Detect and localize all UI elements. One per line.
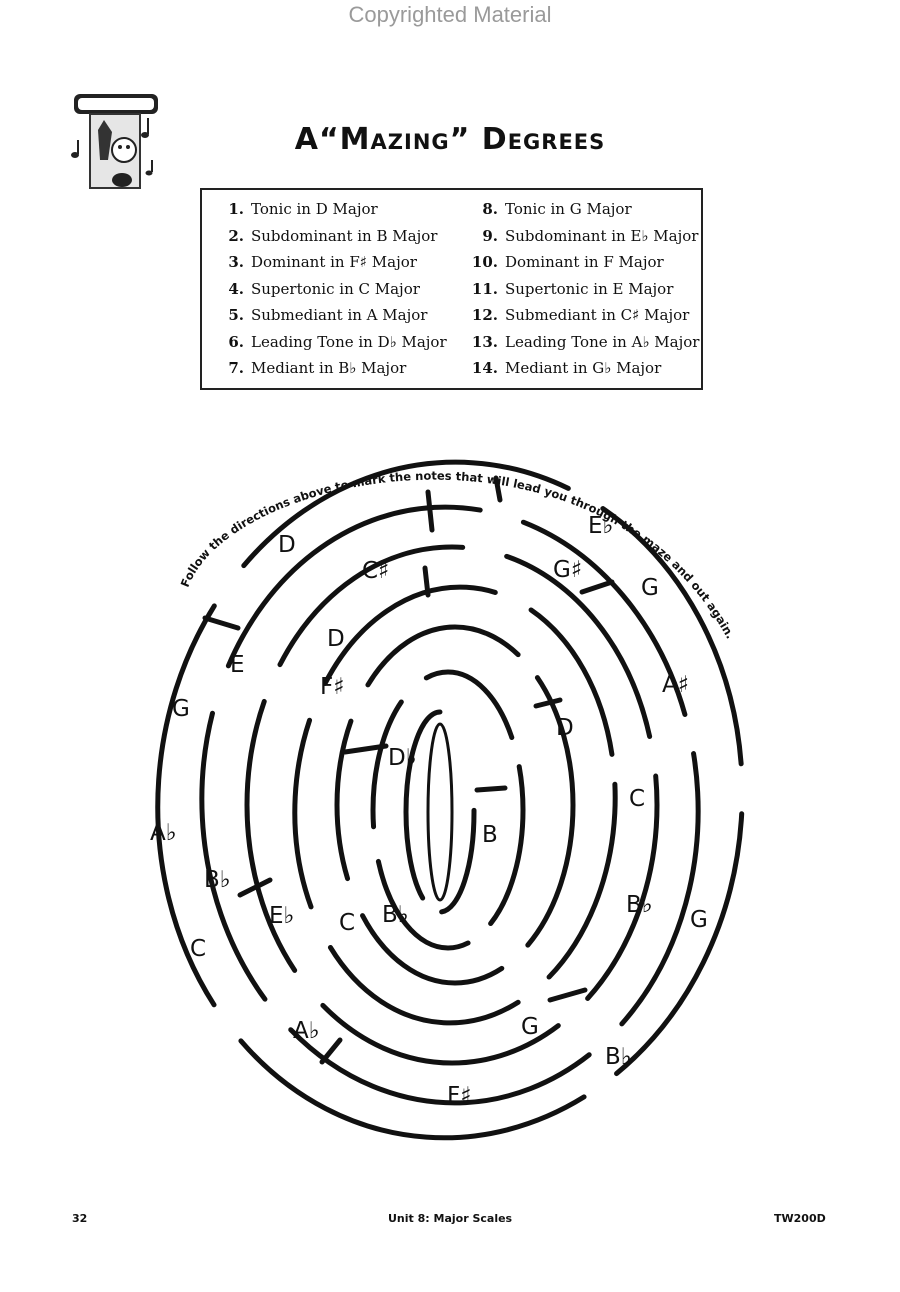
maze-note-label: G xyxy=(172,696,190,722)
direction-text: Tonic in G Major xyxy=(505,200,632,218)
direction-text: Supertonic in C Major xyxy=(251,279,420,298)
direction-item: 4. Supertonic in C Major xyxy=(224,276,447,303)
direction-number: 4. xyxy=(228,279,244,298)
direction-text: Tonic in D Major xyxy=(251,200,378,218)
maze-note-label: F♯ xyxy=(320,674,344,700)
maze-note-label: B xyxy=(482,822,498,848)
directions-column-right: 8. Tonic in G Major 9. Subdominant in E♭ M… xyxy=(468,196,700,382)
direction-text: Leading Tone in D♭ Major xyxy=(251,332,447,351)
direction-item: 5. Submediant in A Major xyxy=(224,302,447,329)
direction-item: 11. Supertonic in E Major xyxy=(468,276,699,303)
direction-text: Subdominant in E♭ Major xyxy=(505,226,699,245)
maze-note-label: D xyxy=(556,715,574,741)
direction-item: 3. Dominant in F♯ Major xyxy=(224,249,447,276)
direction-number: 13. xyxy=(471,332,498,351)
direction-number: 8. xyxy=(482,200,498,218)
maze-note-labels: D E♭ C♯ G♯ G D E F♯ A♯ G D♭ D C A♭ B B♭ … xyxy=(150,513,708,1109)
direction-number: 10. xyxy=(471,253,498,271)
maze-note-label: C♯ xyxy=(362,558,389,584)
maze-note-label: C xyxy=(190,936,206,962)
direction-text: Subdominant in B Major xyxy=(251,226,438,245)
maze-note-label: B♭ xyxy=(382,902,409,928)
maze-note-label: B♭ xyxy=(626,892,653,918)
maze-note-label: A♭ xyxy=(293,1018,320,1044)
direction-item: 12. Submediant in C♯ Major xyxy=(468,302,699,329)
directions-box: 1. Tonic in D Major 2. Subdominant in B Ma… xyxy=(200,188,703,390)
copyright-watermark: Copyrighted Material xyxy=(348,2,552,27)
maze-note-label: G xyxy=(690,907,708,933)
maze-note-label: D xyxy=(278,532,296,558)
direction-number: 7. xyxy=(228,359,244,377)
direction-number: 11. xyxy=(471,279,498,298)
page-number: 32 xyxy=(72,1212,88,1225)
maze-note-label: D♭ xyxy=(388,745,417,771)
direction-number: 3. xyxy=(228,253,244,271)
direction-number: 6. xyxy=(228,332,244,351)
maze-note-label: A♭ xyxy=(150,820,177,846)
maze-note-label: E♭ xyxy=(588,513,613,539)
direction-text: Leading Tone in A♭ Major xyxy=(505,332,700,351)
direction-number: 1. xyxy=(228,200,244,218)
direction-number: 14. xyxy=(471,359,498,377)
maze-note-label: E♭ xyxy=(269,903,294,929)
direction-text: Mediant in G♭ Major xyxy=(505,359,662,377)
direction-text: Dominant in F♯ Major xyxy=(251,253,417,271)
direction-text: Submediant in A Major xyxy=(251,306,428,324)
direction-number: 12. xyxy=(471,306,498,324)
page-title: A“Mazing” Degrees xyxy=(294,122,606,157)
direction-number: 5. xyxy=(228,306,244,324)
direction-item: 14. Mediant in G♭ Major xyxy=(468,355,699,382)
direction-number: 2. xyxy=(228,226,244,245)
maze-note-label: F♯ xyxy=(447,1083,471,1109)
direction-item: 13. Leading Tone in A♭ Major xyxy=(468,329,700,356)
direction-item: 8. Tonic in G Major xyxy=(468,196,699,223)
direction-number: 9. xyxy=(482,226,498,245)
maze-note-label: D xyxy=(327,626,345,652)
maze-note-label: C xyxy=(339,910,355,936)
mascot-logo xyxy=(71,94,158,189)
maze-note-label: E xyxy=(230,652,245,678)
direction-text: Mediant in B♭ Major xyxy=(251,359,407,377)
maze-center xyxy=(426,722,454,902)
maze-note-label: B♭ xyxy=(204,867,231,893)
maze: Follow the directions above to mark the … xyxy=(150,459,745,1141)
direction-text: Dominant in F Major xyxy=(505,253,664,271)
direction-item: 10. Dominant in F Major xyxy=(468,249,699,276)
footer-unit: Unit 8: Major Scales xyxy=(388,1212,513,1225)
maze-note-label: C xyxy=(629,786,645,812)
maze-note-label: G♯ xyxy=(553,557,582,583)
direction-item: 6. Leading Tone in D♭ Major xyxy=(224,329,447,356)
direction-text: Supertonic in E Major xyxy=(505,279,674,298)
direction-text: Submediant in C♯ Major xyxy=(505,306,690,324)
maze-note-label: G xyxy=(641,575,659,601)
maze-note-label: G xyxy=(521,1014,539,1040)
direction-item: 7. Mediant in B♭ Major xyxy=(224,355,447,382)
footer-code: TW200D xyxy=(774,1212,826,1225)
direction-item: 9. Subdominant in E♭ Major xyxy=(468,223,699,250)
maze-note-label: B♭ xyxy=(605,1044,632,1070)
maze-note-label: A♯ xyxy=(662,672,689,698)
direction-item: 2. Subdominant in B Major xyxy=(224,223,447,250)
direction-item: 1. Tonic in D Major xyxy=(224,196,447,223)
maze-walls xyxy=(155,459,745,1141)
directions-column-left: 1. Tonic in D Major 2. Subdominant in B Ma… xyxy=(224,196,447,382)
